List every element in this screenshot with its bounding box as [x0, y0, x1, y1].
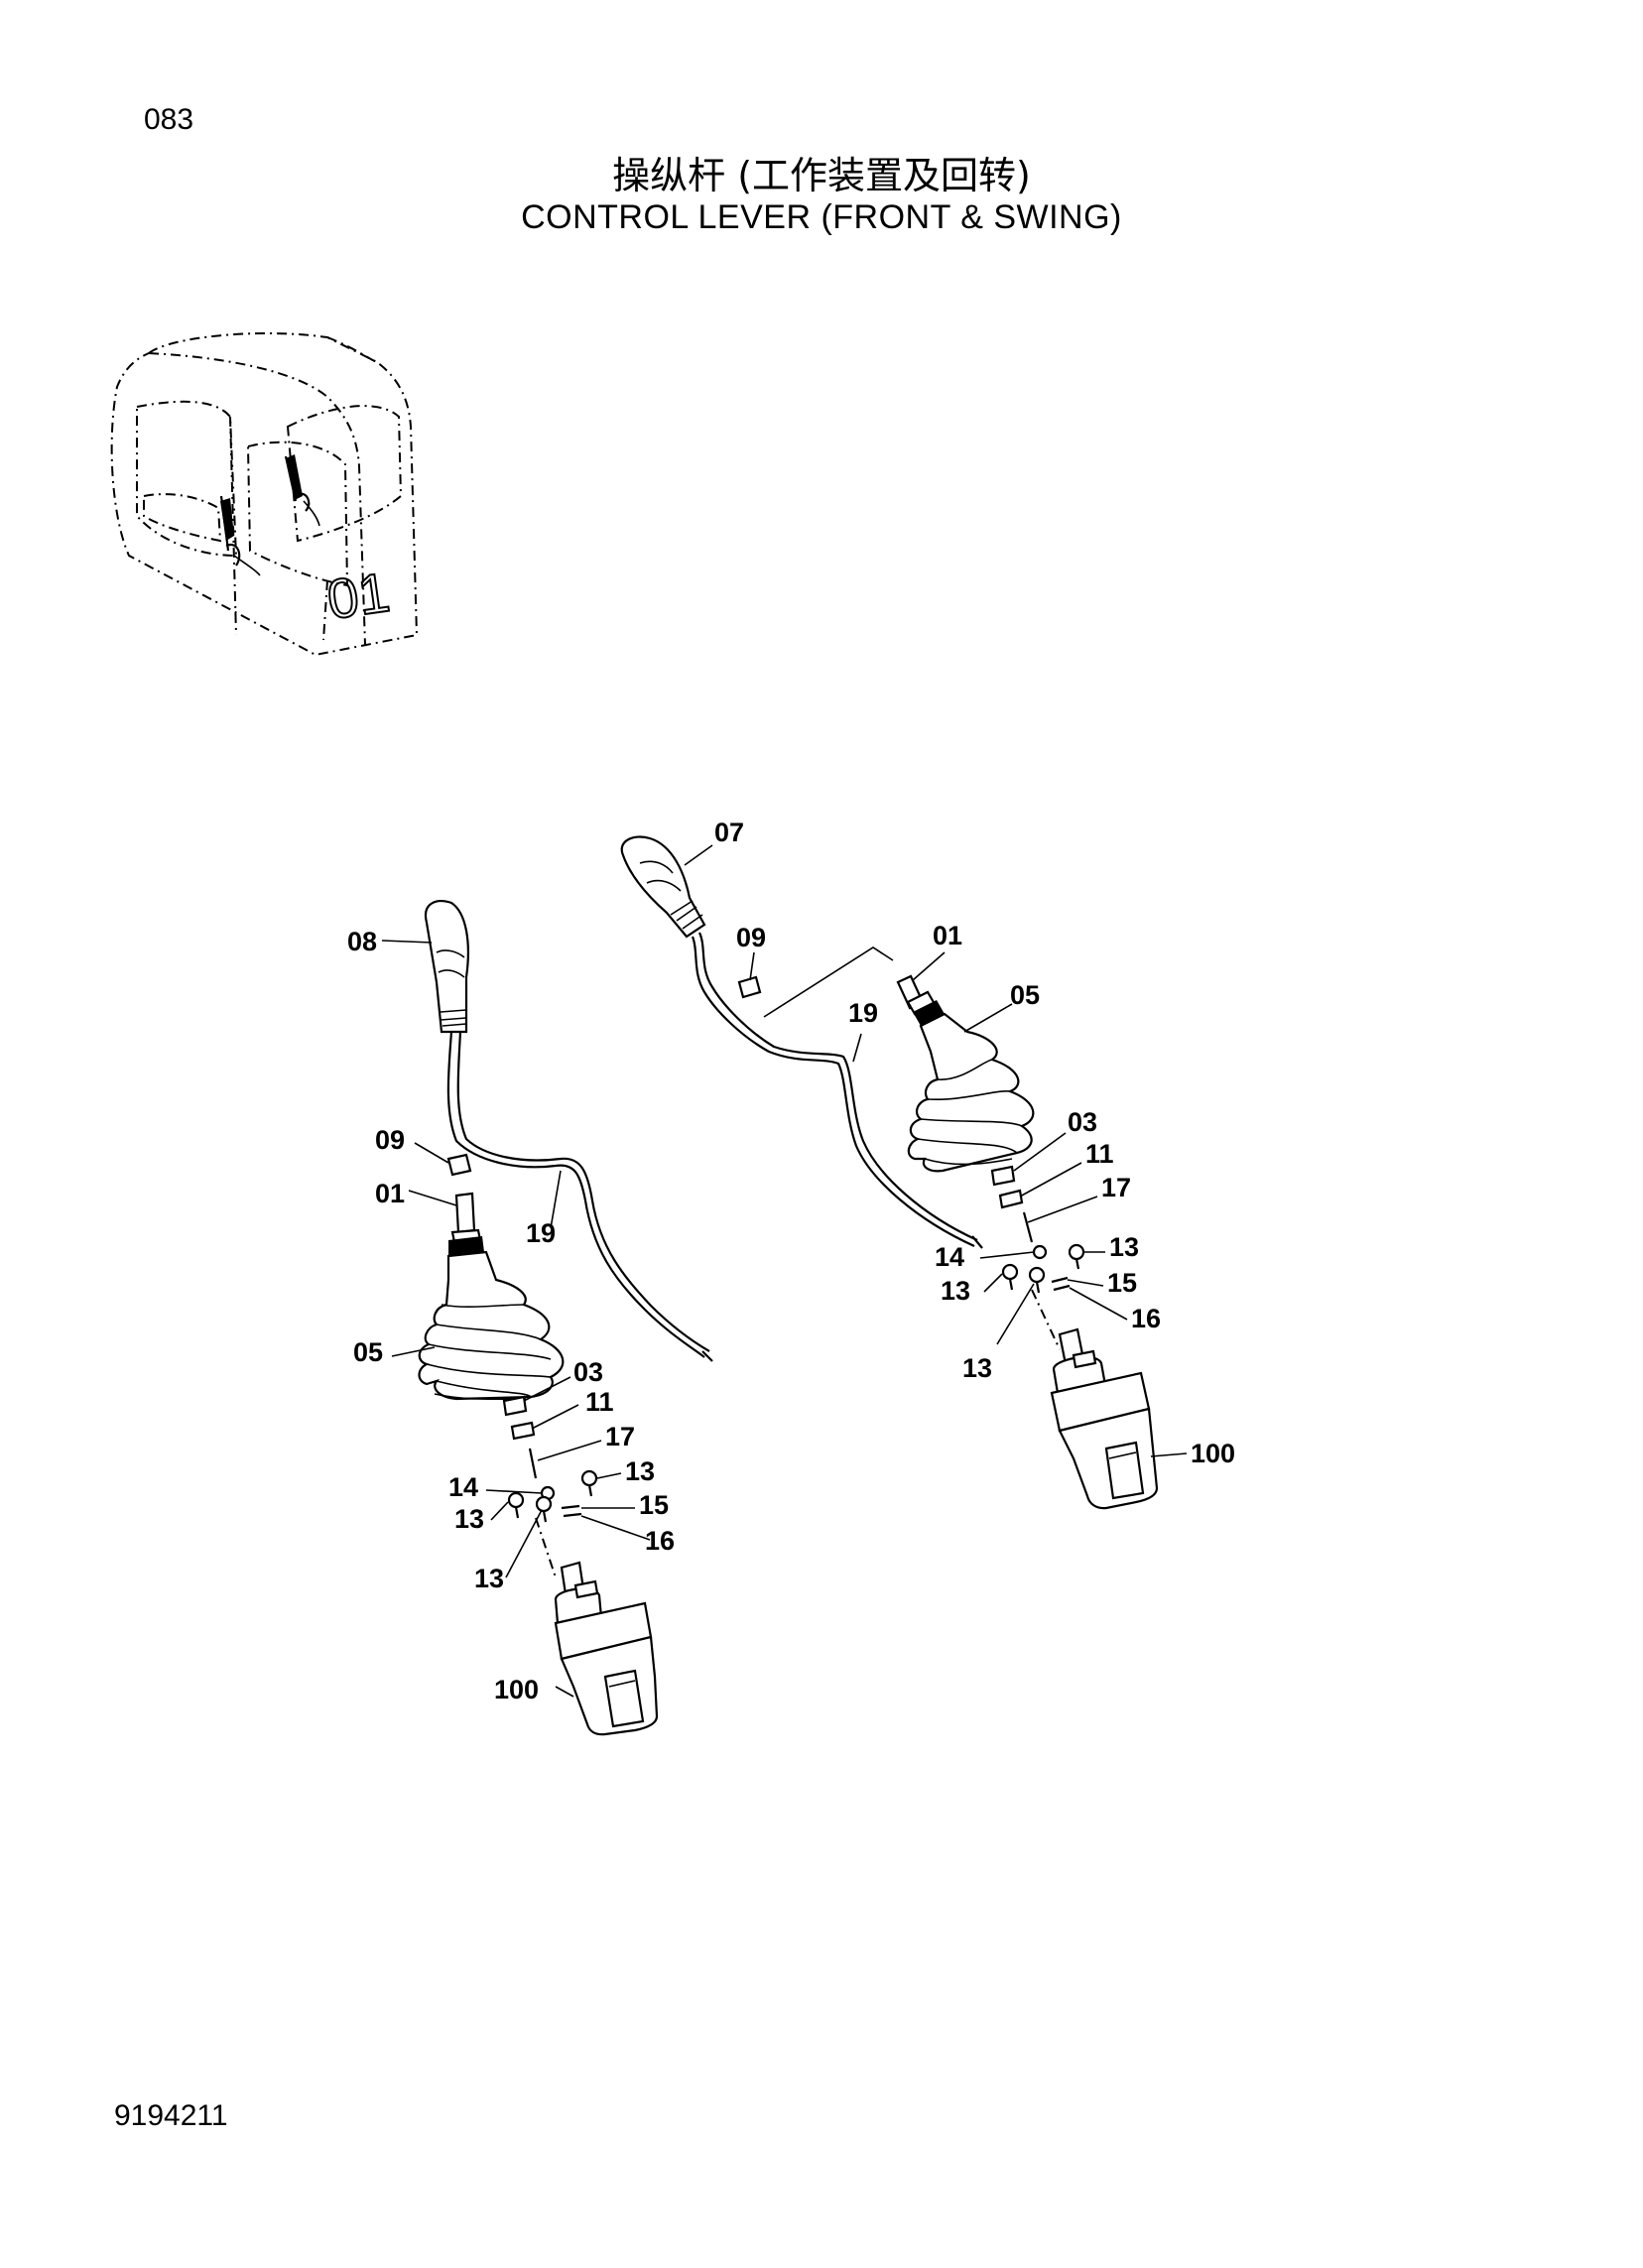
left-callout-17: 17: [605, 1422, 635, 1451]
right-callout-11: 11: [1085, 1139, 1114, 1169]
left-callout-08: 08: [347, 927, 377, 956]
left-callout-15: 15: [639, 1490, 669, 1520]
left-callout-19: 19: [526, 1218, 556, 1248]
right-callout-16: 16: [1131, 1304, 1161, 1333]
title-english: CONTROL LEVER (FRONT & SWING): [521, 198, 1122, 236]
right-callout-13b: 13: [941, 1276, 970, 1306]
left-callout-13c: 13: [474, 1564, 504, 1593]
right-callout-14: 14: [935, 1242, 964, 1272]
right-boot: [907, 1000, 1035, 1173]
left-callout-11: 11: [585, 1387, 614, 1417]
left-callout-01: 01: [375, 1179, 405, 1208]
right-grip: [620, 835, 706, 939]
right-callout-05: 05: [1010, 980, 1040, 1010]
left-callout-13b: 13: [454, 1504, 484, 1534]
right-leader-lines: [684, 844, 1188, 1457]
right-callout-13a: 13: [1109, 1232, 1139, 1262]
left-callout-09: 09: [375, 1125, 405, 1155]
left-callout-14: 14: [448, 1472, 478, 1502]
left-callout-100: 100: [494, 1675, 539, 1704]
left-callout-03: 03: [573, 1357, 603, 1387]
right-callout-100: 100: [1191, 1439, 1235, 1468]
right-callout-01: 01: [933, 921, 962, 950]
right-callout-09: 09: [736, 923, 766, 952]
left-boot: [418, 1236, 565, 1401]
cab-marking: 01: [323, 561, 393, 631]
title-chinese: 操纵杆 (工作装置及回转): [612, 154, 1031, 197]
right-control-lever-assembly: 07 09 01 19 05 03 11 17 14 13 13 15 16 1…: [620, 818, 1235, 1510]
left-pilot-valve: [554, 1561, 659, 1736]
left-callout-13a: 13: [625, 1456, 655, 1486]
right-callout-15: 15: [1107, 1268, 1137, 1298]
document-code: 9194211: [114, 2099, 228, 2132]
left-leader-lines: [381, 940, 651, 1698]
right-pilot-valve: [1050, 1327, 1159, 1510]
right-callout-07: 07: [714, 818, 744, 847]
left-callout-16: 16: [645, 1526, 675, 1556]
right-callout-17: 17: [1101, 1173, 1131, 1202]
right-callout-19: 19: [848, 998, 878, 1028]
left-callout-05: 05: [353, 1337, 383, 1367]
right-callout-13c: 13: [962, 1353, 992, 1383]
right-callout-03: 03: [1068, 1107, 1097, 1137]
cab-locator-illustration: 01: [110, 332, 419, 657]
left-grip: [424, 900, 469, 1034]
page-number: 083: [144, 103, 194, 136]
left-control-lever-assembly: 08 09 01 19 05 03 11 17 14 13 13 15 13 1…: [347, 900, 713, 1736]
